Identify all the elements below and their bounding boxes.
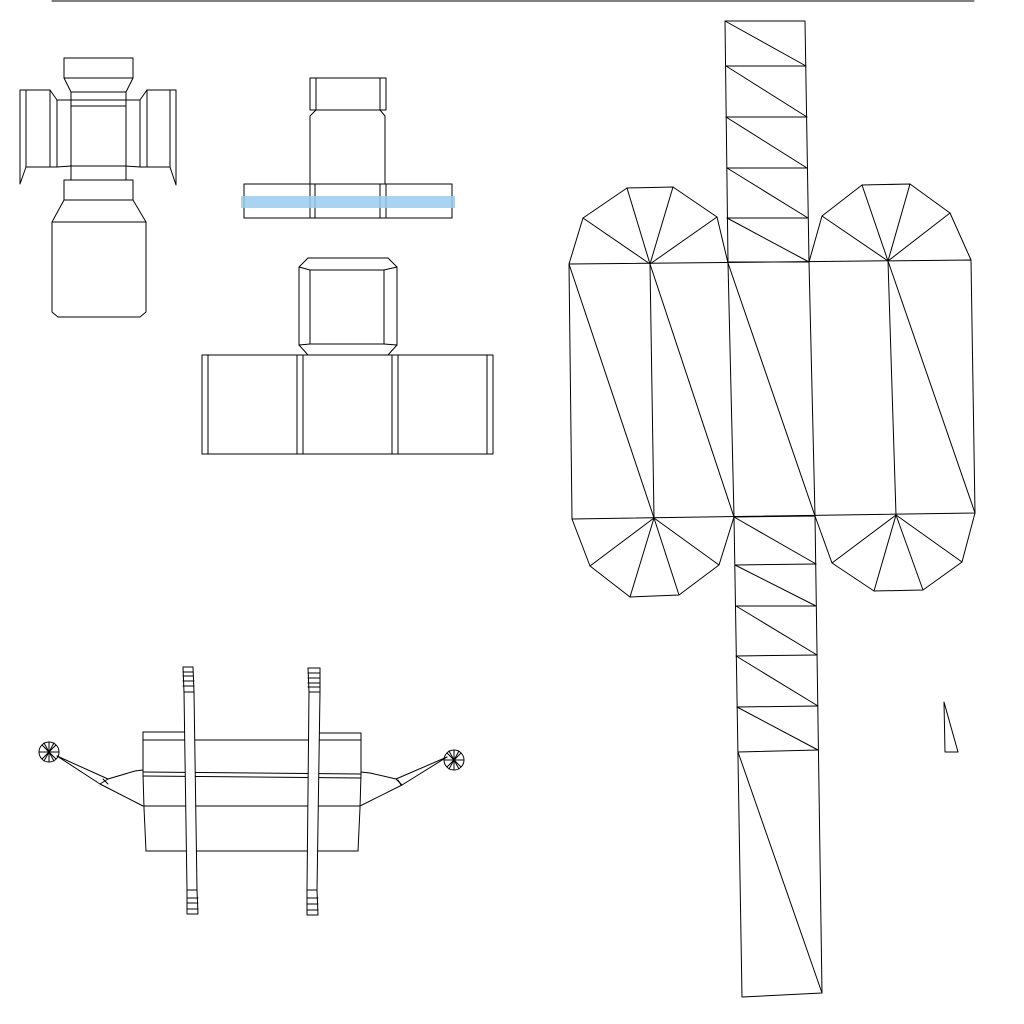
t-shaped-uv-island-small[interactable]: [241, 77, 455, 219]
tall-triangulated-uv-strip[interactable]: [568, 20, 976, 998]
small-triangle-uv-island[interactable]: [943, 701, 959, 753]
left-wheel-icon: [38, 741, 60, 763]
t-shaped-uv-island-large[interactable]: [201, 257, 494, 455]
side-view-uv-island[interactable]: [38, 666, 465, 916]
right-wheel-icon: [443, 749, 465, 771]
cross-shaped-uv-island[interactable]: [19, 57, 177, 318]
selection-highlight: [241, 196, 455, 208]
